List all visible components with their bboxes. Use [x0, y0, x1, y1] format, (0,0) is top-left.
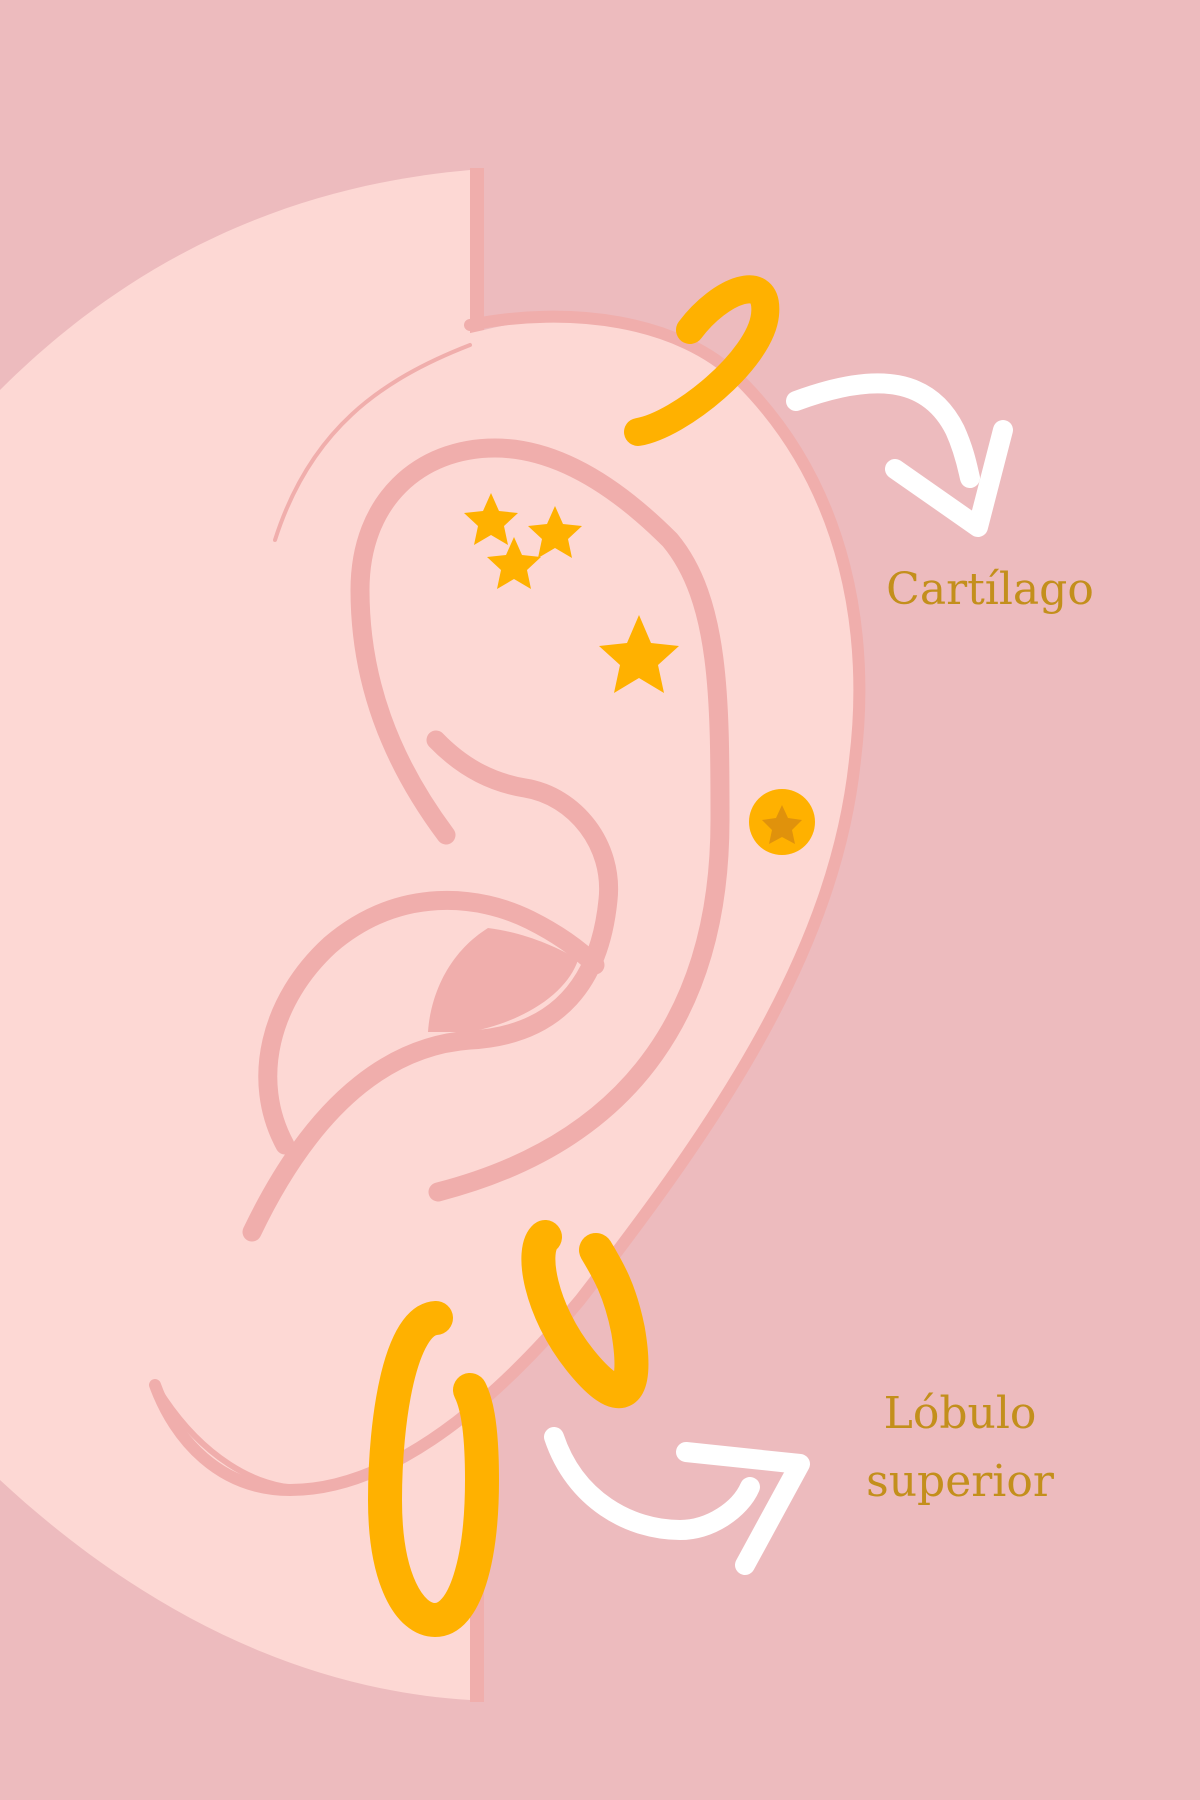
round-stud-icon [749, 789, 815, 855]
upper-lobe-label: Lóbulo superior [835, 1380, 1085, 1516]
concha-shadow [428, 928, 578, 1032]
helix-hoop-icon [624, 275, 780, 446]
antitragus [258, 890, 605, 1155]
lobe-hoop-icon [367, 1301, 500, 1638]
star-stud-1 [464, 493, 518, 545]
cartilage-label: Cartílago [870, 556, 1110, 624]
helix-inner-arc [273, 343, 472, 542]
star-stud-2 [528, 506, 582, 558]
antihelix [350, 438, 730, 1202]
upper-lobe-label-line1: Lóbulo [883, 1388, 1037, 1439]
upper-lobe-hoop-icon [521, 1220, 649, 1409]
star-stud-large [599, 615, 679, 693]
star-studs-icon [464, 493, 679, 693]
arrow-cartilage-icon [786, 373, 1013, 537]
upper-lobe-label-line2: superior [866, 1456, 1054, 1508]
lobe-line [151, 1380, 301, 1491]
cartilage-label-text: Cartílago [886, 564, 1094, 615]
arrow-lobe-icon [544, 1427, 810, 1575]
star-stud-3 [487, 537, 541, 589]
